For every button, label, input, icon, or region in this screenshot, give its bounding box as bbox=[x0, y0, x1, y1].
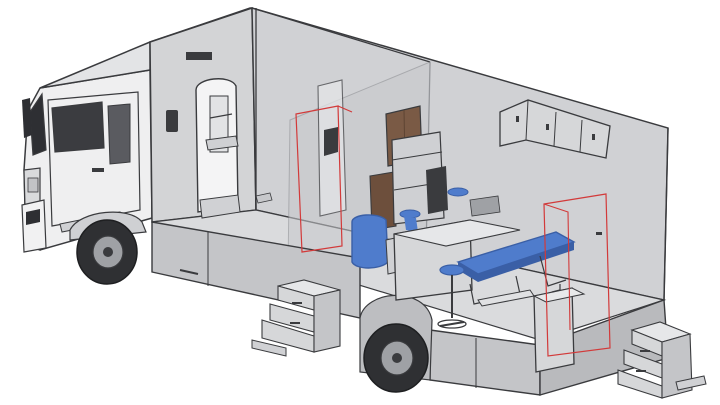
front-wheel bbox=[76, 219, 138, 285]
cab-side-window bbox=[51, 101, 105, 153]
exam-table bbox=[456, 231, 576, 307]
wall-cabinets bbox=[499, 99, 611, 159]
wood-cabinet bbox=[369, 105, 448, 231]
control-station bbox=[295, 79, 353, 253]
rear-wheel bbox=[359, 294, 433, 393]
sink-unit bbox=[532, 193, 611, 373]
entry-steps-right bbox=[617, 321, 707, 399]
side-mirror bbox=[22, 98, 32, 138]
entry-steps-left bbox=[251, 279, 341, 357]
blue-stools bbox=[399, 187, 469, 232]
mammography-machine bbox=[166, 52, 273, 219]
doctor-stool bbox=[437, 264, 467, 329]
body-skirt-right bbox=[429, 329, 541, 396]
windshield bbox=[29, 92, 47, 156]
